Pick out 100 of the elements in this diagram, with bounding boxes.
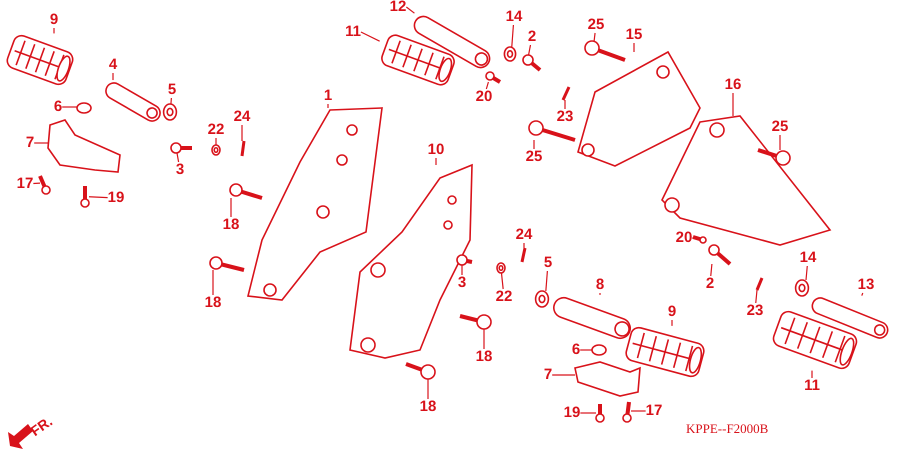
bolt-drawing bbox=[522, 54, 542, 72]
leader-line bbox=[360, 31, 380, 42]
bolt-drawing bbox=[692, 235, 707, 244]
washer-drawing bbox=[504, 46, 516, 62]
callout-number: 3 bbox=[458, 275, 466, 291]
leader-line bbox=[779, 135, 781, 150]
leader-line bbox=[241, 125, 243, 141]
leader-line bbox=[511, 24, 514, 48]
leader-line bbox=[580, 349, 592, 351]
leader-line bbox=[732, 93, 734, 116]
bolt-drawing bbox=[405, 362, 436, 380]
guard-drawing bbox=[47, 119, 121, 173]
callout-number: 7 bbox=[26, 135, 34, 151]
callout-number: 12 bbox=[390, 0, 406, 15]
bolt-drawing bbox=[708, 244, 732, 266]
bracket-drawing bbox=[349, 164, 473, 359]
leader-line bbox=[545, 270, 548, 292]
callout-number: 22 bbox=[208, 122, 224, 138]
callout-number: 15 bbox=[626, 27, 642, 43]
callout-number: 17 bbox=[646, 403, 662, 419]
bolt-drawing bbox=[485, 71, 502, 84]
bolt-drawing bbox=[456, 254, 472, 266]
pin-drawing bbox=[520, 248, 526, 262]
callout-number: 5 bbox=[168, 82, 176, 98]
bolt-drawing bbox=[757, 148, 791, 166]
bolt-drawing bbox=[209, 256, 244, 272]
callout-number: 1 bbox=[324, 88, 332, 104]
leader-line bbox=[406, 6, 415, 14]
pin-drawing bbox=[240, 140, 246, 156]
leader-line bbox=[594, 32, 596, 42]
callout-number: 18 bbox=[476, 349, 492, 365]
leader-line bbox=[327, 104, 329, 108]
callout-number: 3 bbox=[176, 162, 184, 178]
callout-number: 18 bbox=[420, 399, 436, 415]
callout-number: 11 bbox=[345, 24, 361, 40]
bolt-drawing bbox=[170, 142, 192, 154]
washer-drawing bbox=[211, 144, 221, 156]
leader-line bbox=[62, 106, 77, 108]
nut-drawing bbox=[76, 102, 92, 114]
leader-line bbox=[427, 379, 429, 399]
callout-number: 11 bbox=[804, 378, 820, 394]
callout-number: 14 bbox=[800, 250, 816, 266]
leader-line bbox=[710, 264, 712, 276]
leader-line bbox=[212, 270, 214, 295]
callout-number: 9 bbox=[668, 304, 676, 320]
callout-number: 5 bbox=[544, 255, 552, 271]
leader-line bbox=[170, 98, 172, 104]
callout-number: 14 bbox=[506, 9, 522, 25]
leader-line bbox=[88, 196, 108, 198]
callout-number: 4 bbox=[108, 57, 118, 73]
nut-drawing bbox=[591, 344, 607, 356]
leader-line bbox=[811, 370, 813, 378]
leader-line bbox=[435, 158, 437, 165]
washer-drawing bbox=[496, 262, 506, 274]
leader-line bbox=[533, 140, 535, 149]
callout-number: 23 bbox=[556, 109, 574, 125]
callout-number: 16 bbox=[724, 77, 742, 93]
leader-line bbox=[599, 293, 601, 295]
callout-number: 24 bbox=[516, 227, 532, 243]
leader-line bbox=[33, 182, 40, 184]
bolt-drawing bbox=[584, 40, 626, 62]
callout-number: 2 bbox=[706, 276, 714, 292]
bolt-drawing bbox=[622, 402, 632, 423]
washer-drawing bbox=[534, 290, 550, 308]
leader-line bbox=[34, 142, 48, 144]
callout-number: 20 bbox=[476, 89, 492, 105]
callout-number: 18 bbox=[222, 217, 240, 233]
leader-line bbox=[580, 412, 596, 414]
callout-number: 19 bbox=[108, 190, 124, 206]
washer-drawing bbox=[162, 103, 178, 121]
leader-line bbox=[523, 243, 525, 248]
leader-line bbox=[230, 198, 232, 217]
callout-number: 19 bbox=[564, 405, 580, 421]
callout-number: 18 bbox=[204, 295, 222, 311]
leader-line bbox=[500, 272, 504, 290]
bolt-drawing bbox=[460, 314, 492, 330]
callout-number: 24 bbox=[234, 109, 250, 125]
leader-line bbox=[633, 43, 635, 52]
bracket-drawing bbox=[577, 50, 701, 167]
callout-number: 10 bbox=[428, 142, 444, 158]
leader-line bbox=[53, 28, 55, 34]
leader-line bbox=[483, 329, 485, 349]
callout-number: 25 bbox=[772, 119, 788, 135]
washer-drawing bbox=[794, 279, 810, 297]
leader-line bbox=[528, 44, 532, 56]
leader-line bbox=[671, 320, 673, 326]
callout-number: 6 bbox=[54, 99, 62, 115]
guard-drawing bbox=[574, 361, 641, 397]
leader-line bbox=[461, 265, 463, 275]
callout-number: 17 bbox=[16, 176, 34, 192]
callout-number: 25 bbox=[526, 149, 542, 165]
callout-number: 25 bbox=[588, 17, 604, 33]
drawing-code: KPPE--F2000B bbox=[686, 421, 768, 437]
bolt-drawing bbox=[595, 404, 605, 423]
leader-line bbox=[176, 152, 180, 162]
callout-number: 9 bbox=[50, 12, 58, 28]
callout-number: 7 bbox=[544, 367, 552, 383]
leader-line bbox=[564, 100, 566, 109]
bolt-drawing bbox=[528, 120, 576, 142]
leader-line bbox=[805, 266, 808, 280]
